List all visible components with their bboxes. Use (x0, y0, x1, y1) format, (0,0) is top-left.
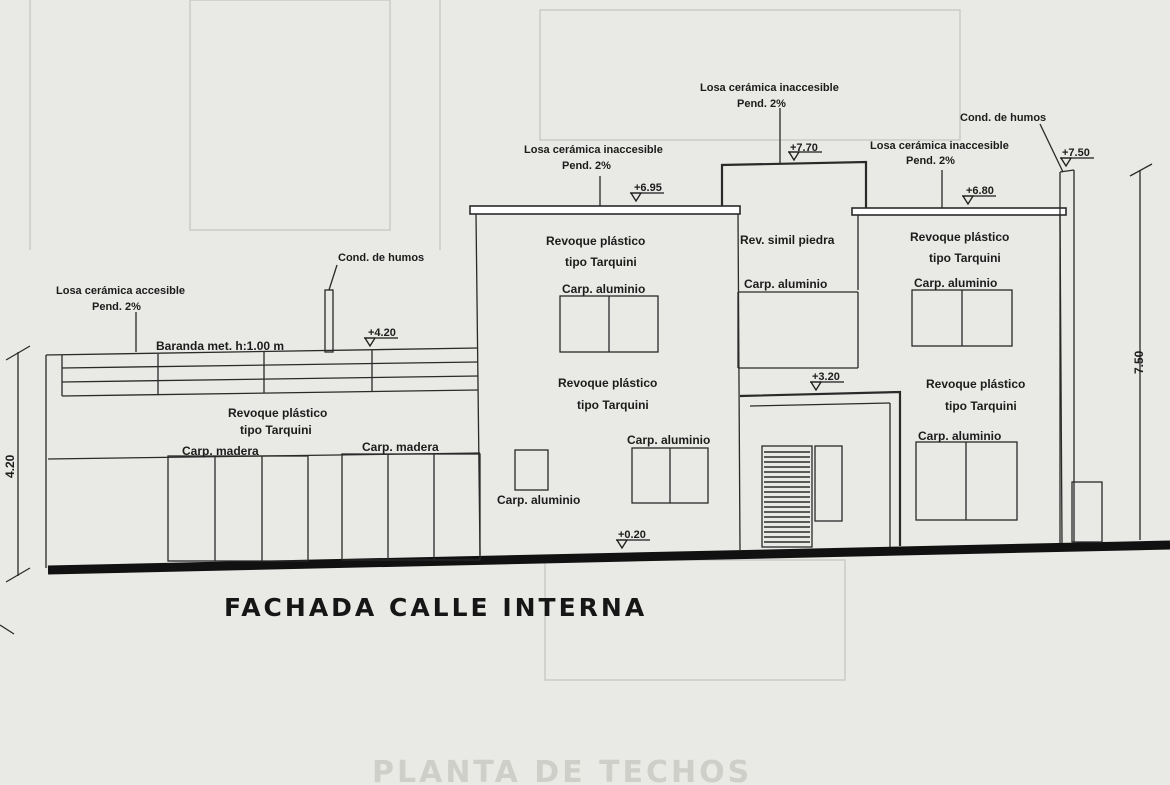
label-pend-tower: Pend. 2% (737, 98, 786, 110)
label-baranda: Baranda met. h:1.00 m (156, 339, 284, 353)
label-revoque-c1-1: Revoque plástico (546, 234, 645, 248)
dimension-left-value: 4.20 (3, 454, 17, 478)
label-revoque-left-1: Revoque plástico (228, 406, 327, 420)
label-revoque-r2-1: Revoque plástico (926, 377, 1025, 391)
label-revoque-c2-1: Revoque plástico (558, 376, 657, 390)
carp-madera-window-1 (167, 455, 309, 562)
level-695: +6.95 (634, 182, 662, 194)
level-marker-icon (615, 539, 629, 550)
level-marker-icon (629, 192, 643, 203)
label-pend-center: Pend. 2% (562, 160, 611, 172)
level-680: +6.80 (966, 185, 994, 197)
dimension-right-value: 7.50 (1132, 350, 1146, 374)
dimension-right: 7.50 (1129, 163, 1153, 540)
level-320: +3.20 (812, 371, 840, 383)
label-losa-accesible: Losa cerámica accesible (56, 285, 185, 297)
label-carp-aluminio-c2: Carp. aluminio (627, 433, 710, 447)
label-revoque-r2-2: tipo Tarquini (945, 399, 1017, 413)
background-sheet-title: PLANTA DE TECHOS (372, 755, 752, 785)
carp-madera-window-2 (341, 453, 481, 561)
label-losa-inaccesible-tower: Losa cerámica inaccesible (700, 82, 839, 94)
label-carp-aluminio-c3: Carp. aluminio (497, 493, 580, 507)
label-pend-right: Pend. 2% (906, 155, 955, 167)
ground-line (47, 540, 1170, 575)
label-losa-inaccesible-right: Losa cerámica inaccesible (870, 140, 1009, 152)
label-carp-madera-1: Carp. madera (182, 444, 259, 458)
right-block (851, 169, 1103, 544)
level-420: +4.20 (368, 327, 396, 339)
entrance-door (761, 445, 813, 548)
label-carp-aluminio-tower: Carp. aluminio (744, 277, 827, 291)
label-carp-aluminio-r1: Carp. aluminio (914, 276, 997, 290)
label-revoque-r1-2: tipo Tarquini (929, 251, 1001, 265)
level-marker-icon (1059, 157, 1073, 168)
leader-lines (135, 108, 1064, 352)
label-carp-madera-2: Carp. madera (362, 440, 439, 454)
label-revoque-r1-1: Revoque plástico (910, 230, 1009, 244)
label-carp-aluminio-r2: Carp. aluminio (918, 429, 1001, 443)
central-block (469, 205, 741, 556)
background-ghost-drawing: PLANTA DE TECHOS (29, 0, 961, 785)
label-carp-aluminio-c1: Carp. aluminio (562, 282, 645, 296)
level-770: +7.70 (790, 142, 818, 154)
label-rev-simil: Rev. simil piedra (740, 233, 835, 247)
drawing-title: FACHADA CALLE INTERNA (224, 593, 647, 622)
level-020: +0.20 (618, 529, 646, 541)
chimney-base (1071, 481, 1103, 543)
level-marker-icon (809, 381, 823, 392)
carp-aluminio-small-window (514, 449, 549, 491)
label-revoque-c2-2: tipo Tarquini (577, 398, 649, 412)
level-750: +7.50 (1062, 147, 1090, 159)
dimension-left: 4.20 (0, 345, 31, 635)
left-wing (45, 289, 481, 568)
door-sidelight (814, 445, 843, 522)
label-revoque-left-2: tipo Tarquini (240, 423, 312, 437)
label-cond-humos-right: Cond. de humos (960, 112, 1046, 124)
chimney-left (324, 289, 334, 353)
stair-tower (720, 160, 902, 548)
level-marker-icon (363, 337, 377, 348)
label-losa-inaccesible-center: Losa cerámica inaccesible (524, 144, 663, 156)
label-pend-left: Pend. 2% (92, 301, 141, 313)
label-cond-humos-left: Cond. de humos (338, 252, 424, 264)
level-marker-icon (961, 195, 975, 206)
label-revoque-c1-2: tipo Tarquini (565, 255, 637, 269)
